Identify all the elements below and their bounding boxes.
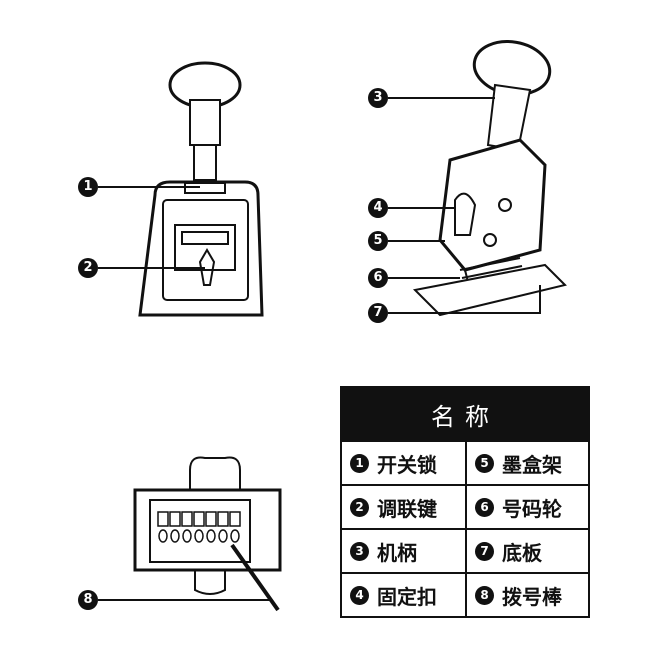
table-cell: 7 底板 xyxy=(465,530,588,572)
front-view xyxy=(138,61,264,317)
table-cell: 3 机柄 xyxy=(342,530,465,572)
table-cell: 8 拨号棒 xyxy=(465,574,588,616)
table-row: 1 开关锁 5 墨盒架 xyxy=(342,440,588,484)
table-cell: 6 号码轮 xyxy=(465,486,588,528)
number-badge: 3 xyxy=(350,541,369,561)
table-row: 4 固定扣 8 拨号棒 xyxy=(342,572,588,616)
callout-badge: 5 xyxy=(368,231,388,251)
number-badge: 8 xyxy=(475,585,494,605)
callout-badge: 7 xyxy=(368,303,388,323)
part-name: 号码轮 xyxy=(502,496,562,521)
part-name: 墨盒架 xyxy=(502,452,562,477)
part-name: 底板 xyxy=(502,540,542,565)
parts-name-table: 名称 1 开关锁 5 墨盒架 2 调联键 6 号码轮 3 机柄 7 底板 4 固定扣 8 拨号棒 xyxy=(340,386,590,618)
number-badge: 2 xyxy=(350,497,369,517)
part-name: 调联键 xyxy=(377,496,437,521)
top-view xyxy=(133,456,282,612)
callout-badge: 8 xyxy=(78,590,98,610)
table-cell: 2 调联键 xyxy=(342,486,465,528)
table-cell: 1 开关锁 xyxy=(342,442,465,484)
callout-badge: 2 xyxy=(78,258,98,278)
side-view xyxy=(412,40,567,317)
number-badge: 6 xyxy=(475,497,494,517)
number-badge: 7 xyxy=(475,541,494,561)
number-badge: 4 xyxy=(350,585,369,605)
part-name: 拨号棒 xyxy=(502,584,562,609)
part-name: 固定扣 xyxy=(377,584,437,609)
number-badge: 5 xyxy=(475,453,494,473)
table-cell: 5 墨盒架 xyxy=(465,442,588,484)
part-name: 机柄 xyxy=(377,540,417,565)
table-cell: 4 固定扣 xyxy=(342,574,465,616)
number-badge: 1 xyxy=(350,453,369,473)
callout-badge: 6 xyxy=(368,268,388,288)
table-row: 3 机柄 7 底板 xyxy=(342,528,588,572)
part-name: 开关锁 xyxy=(377,452,437,477)
callout-badge: 4 xyxy=(368,198,388,218)
table-title: 名称 xyxy=(342,388,588,440)
callout-badge: 1 xyxy=(78,177,98,197)
callout-line-7 xyxy=(388,285,541,314)
table-row: 2 调联键 6 号码轮 xyxy=(342,484,588,528)
callout-badge: 3 xyxy=(368,88,388,108)
